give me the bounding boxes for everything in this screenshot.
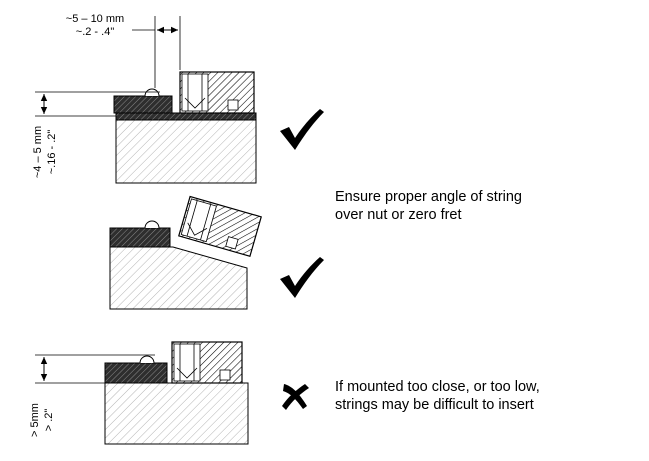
figure-correct-mount: ~5 – 10 mm ~.2 - .4" ~4 – 5 mm ~.16 - .2… xyxy=(32,13,324,184)
angle-note-line-1: Ensure proper angle of string xyxy=(335,189,522,205)
neck-body-low xyxy=(104,382,249,445)
check-icon xyxy=(280,257,324,298)
string-ball xyxy=(144,88,160,97)
height-label-in: ~.16 - .2" xyxy=(46,130,58,175)
check-icon xyxy=(280,109,324,150)
fretboard xyxy=(115,112,257,121)
figure-angled-mount xyxy=(109,195,324,310)
fretboard-angled xyxy=(109,227,171,248)
cross-icon xyxy=(282,384,309,410)
nut xyxy=(113,95,173,114)
gap-label-in: ~.2 - .4" xyxy=(76,26,115,38)
mount-warning-note: If mounted too close, or too low, string… xyxy=(335,378,540,414)
neck-body-angled xyxy=(109,246,248,310)
mount-note-line-2: strings may be difficult to insert xyxy=(335,397,534,413)
string-anchor-block xyxy=(179,71,255,114)
string-ball-angled xyxy=(144,220,160,229)
neck-body xyxy=(115,119,257,184)
fretboard-low xyxy=(104,362,168,384)
angle-note: Ensure proper angle of string over nut o… xyxy=(335,188,522,224)
gap-dimension xyxy=(132,16,181,88)
height-dimension xyxy=(35,91,160,117)
height-label-in: > .2" xyxy=(43,409,55,432)
gap-label-mm: ~5 – 10 mm xyxy=(66,13,124,25)
string-anchor-block-low xyxy=(171,341,243,384)
string-anchor-block-angled xyxy=(178,195,262,258)
height-dimension-low xyxy=(35,354,155,384)
figure-incorrect-mount: > 5mm > .2" xyxy=(29,341,309,445)
height-label-mm: > 5mm xyxy=(29,403,41,437)
mount-note-line-1: If mounted too close, or too low, xyxy=(335,379,540,395)
angle-note-line-2: over nut or zero fret xyxy=(335,207,462,223)
string-ball-low xyxy=(139,355,155,364)
height-label-mm: ~4 – 5 mm xyxy=(32,126,44,178)
